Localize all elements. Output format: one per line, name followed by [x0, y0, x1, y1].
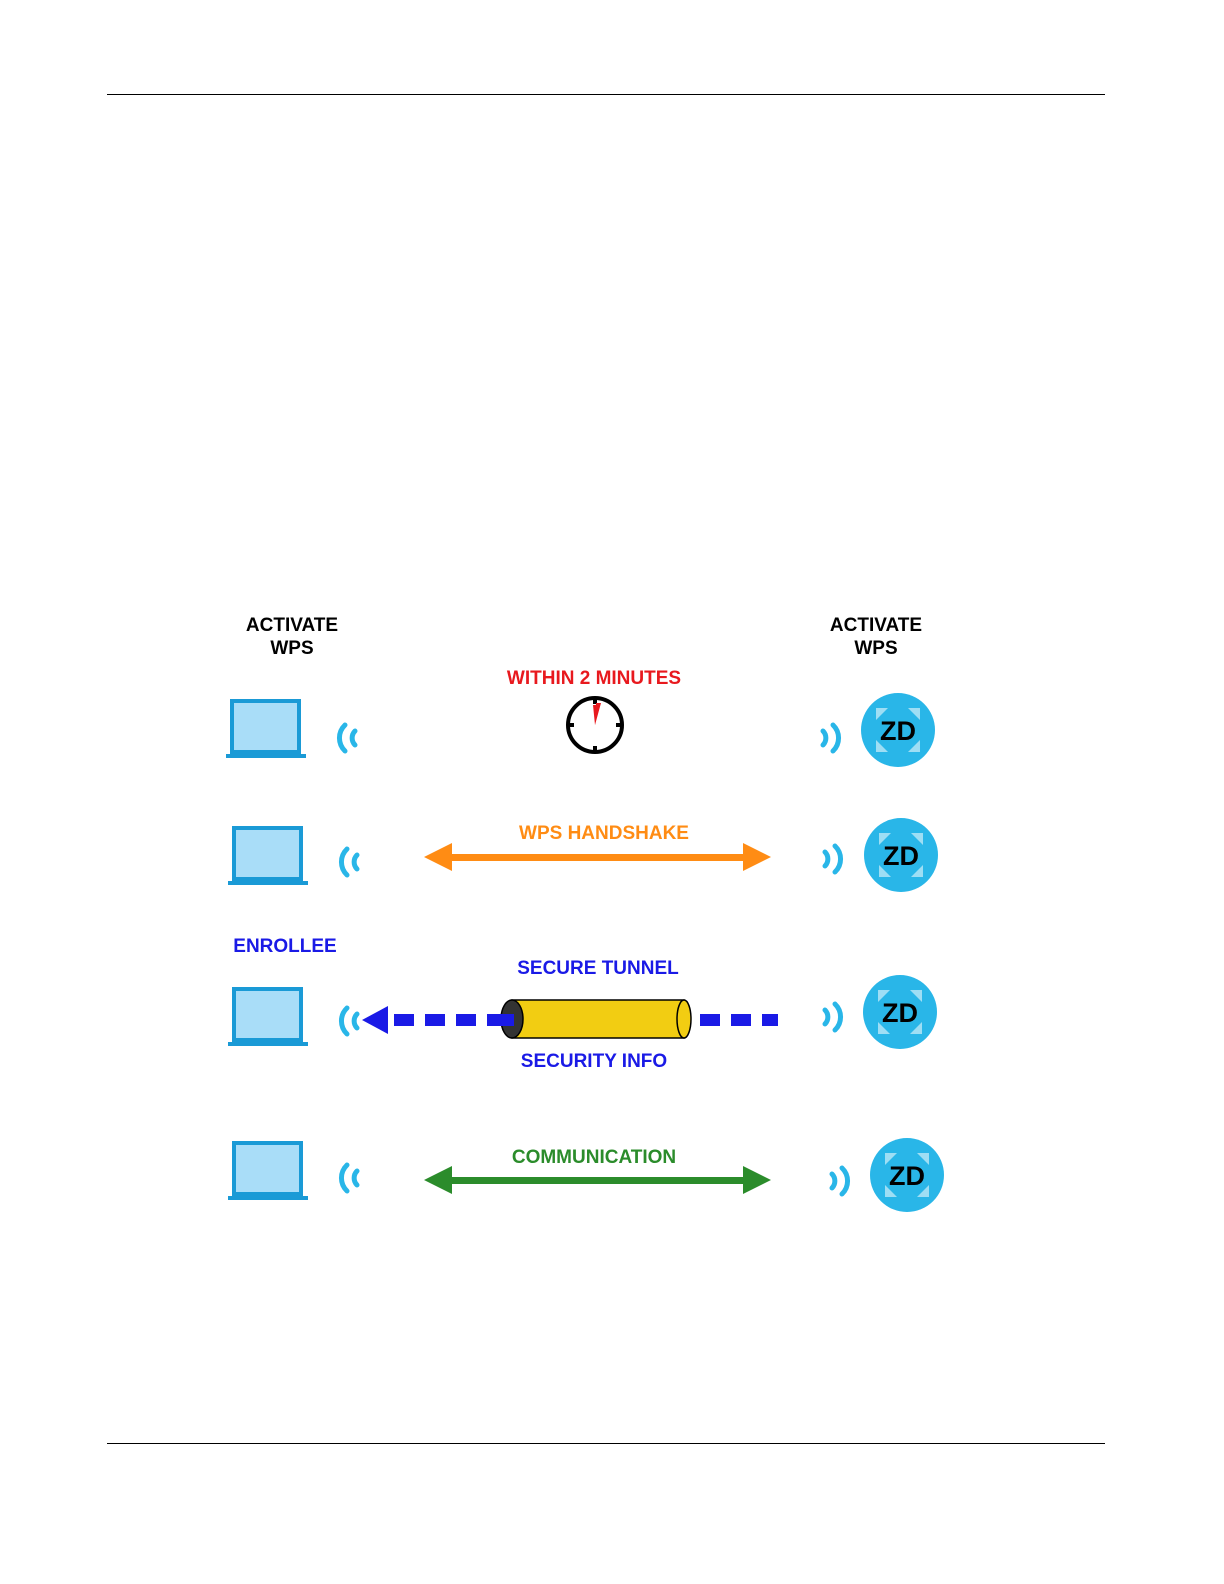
- wifi-waves-left-icon: [339, 725, 355, 751]
- zd-device-icon: ZD: [863, 975, 937, 1049]
- security-info-label: SECURITY INFO: [474, 1050, 714, 1073]
- handshake-double-arrow: [424, 843, 771, 871]
- svg-text:ZD: ZD: [889, 1161, 925, 1191]
- timer-icon: [568, 698, 622, 752]
- svg-text:ZD: ZD: [880, 716, 916, 746]
- svg-text:ZD: ZD: [882, 998, 918, 1028]
- wifi-waves-left-icon: [341, 849, 357, 875]
- communication-label: COMMUNICATION: [474, 1146, 714, 1169]
- zd-device-icon: ZD: [864, 818, 938, 892]
- wifi-waves-right-icon: [832, 1168, 848, 1194]
- within-2-minutes-label: WITHIN 2 MINUTES: [474, 667, 714, 690]
- enrollee-label: ENROLLEE: [200, 935, 370, 958]
- activate-wps-right-label: ACTIVATE WPS: [806, 614, 946, 660]
- enrollee-laptop-icon: [228, 989, 308, 1046]
- zd-device-icon: ZD: [870, 1138, 944, 1212]
- zd-device-icon: ZD: [861, 693, 935, 767]
- wifi-waves-left-icon: [341, 1008, 357, 1034]
- secure-tunnel-label: SECURE TUNNEL: [478, 957, 718, 980]
- enrollee-laptop-icon: [228, 1143, 308, 1200]
- wifi-waves-right-icon: [825, 1004, 841, 1030]
- wifi-waves-right-icon: [823, 725, 839, 751]
- wps-handshake-label: WPS HANDSHAKE: [484, 822, 724, 845]
- enrollee-laptop-icon: [226, 701, 306, 758]
- svg-text:ZD: ZD: [883, 841, 919, 871]
- wifi-waves-right-icon: [825, 846, 841, 872]
- communication-double-arrow: [424, 1166, 771, 1194]
- activate-wps-left-label: ACTIVATE WPS: [222, 614, 362, 660]
- wifi-waves-left-icon: [341, 1165, 357, 1191]
- enrollee-laptop-icon: [228, 828, 308, 885]
- secure-tunnel-cylinder: [500, 1000, 691, 1038]
